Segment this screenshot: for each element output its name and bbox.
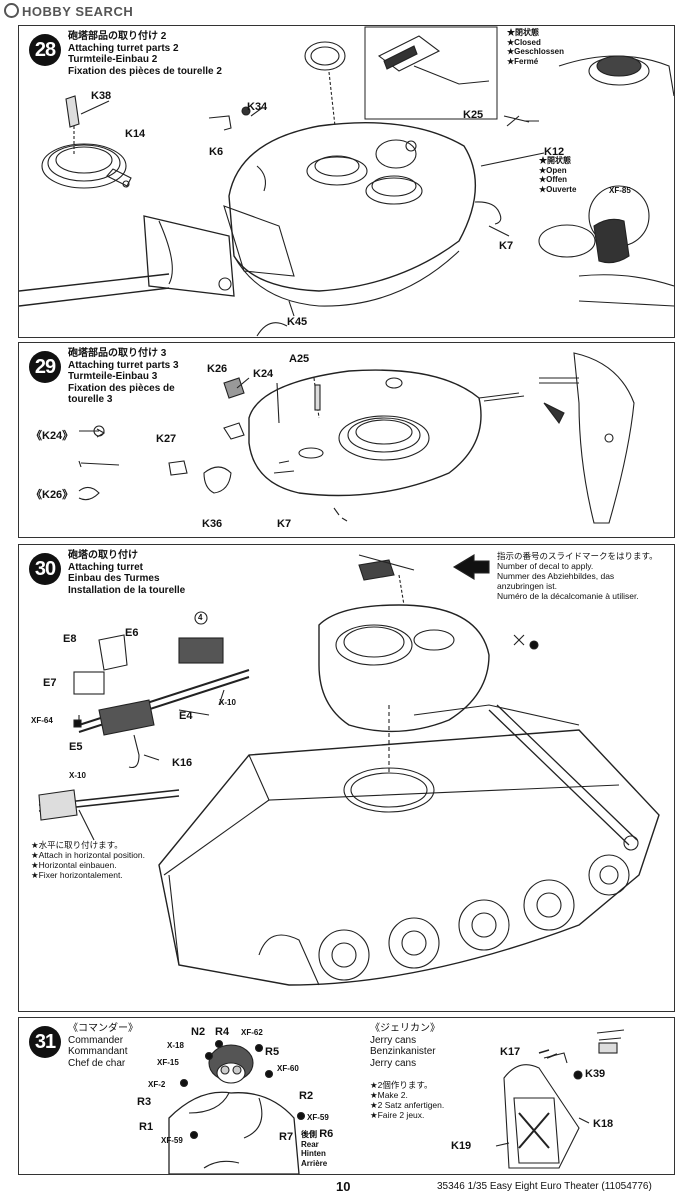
step-28-panel: 28 砲塔部品の取り付け 2 Attaching turret parts 2 … [18,25,675,338]
step-28-number: 28 [29,34,61,66]
title-ja: 砲塔部品の取り付け 2 [68,31,167,42]
decal-number-4: 4 [198,613,203,622]
label-k24: K24 [253,368,274,380]
label-k18: K18 [593,1118,614,1130]
label-k25: K25 [463,109,484,121]
label-e6: E6 [125,627,139,639]
label-xf59-b: XF-59 [161,1136,183,1145]
turret-parts-3-illustration [78,352,635,524]
label-x18: X-18 [167,1041,184,1050]
label-k39: K39 [585,1068,606,1080]
label-k6: K6 [209,146,224,158]
label-xf2: XF-2 [148,1080,166,1089]
horizontal-note: ★水平に取り付けます。★Attach in horizontal positio… [31,840,145,880]
hobby-search-logo-icon [4,3,19,18]
label-xf85: XF-85 [609,186,631,195]
page-number: 10 [336,1179,351,1194]
label-k38: K38 [91,90,112,102]
title-fr: Fixation des pièces de tourelle 2 [68,65,222,77]
label-k45: K45 [287,316,308,328]
label-k7: K7 [277,518,292,530]
label-k17: K17 [500,1046,521,1058]
label-e7: E7 [43,677,57,689]
label-r7: R7 [279,1131,294,1143]
turret-install-illustration [38,554,660,986]
decal-note: 指示の番号のスライドマークをはります。Number of decal to ap… [497,551,658,601]
product-footer: 35346 1/35 Easy Eight Euro Theater (1105… [437,1181,652,1192]
label-x10-b: X-10 [69,771,86,780]
step-29-number: 29 [29,351,61,383]
step-30-number: 30 [29,553,61,585]
label-r1: R1 [139,1121,154,1133]
label-n2: N2 [191,1026,206,1038]
label-k26: K26 [207,363,228,375]
closed-note: ★閉状態★Closed★Geschlossen★Fermé [507,28,564,66]
label-r3: R3 [137,1096,152,1108]
label-xf64: XF-64 [31,716,53,725]
commander-jerrycan-illustration [168,1029,625,1174]
title-en: Attaching turret parts 2 [68,42,179,54]
label-a25: A25 [289,353,310,365]
label-k24-part: 《K24》 [31,430,74,442]
label-k26-part: 《K26》 [31,489,74,501]
watermark: HOBBY SEARCH [4,3,133,19]
label-e5: E5 [69,741,83,753]
label-xf15: XF-15 [157,1058,179,1067]
label-x10-a: X-10 [219,698,236,707]
title-de: Turmteile-Einbau 2 [68,54,158,65]
label-k14: K14 [125,128,146,140]
step-31-number: 31 [29,1026,61,1058]
label-xf62: XF-62 [241,1028,263,1037]
label-r5: R5 [265,1046,280,1058]
label-k34: K34 [247,101,268,113]
make-two-note: ★2個作ります。★Make 2.★2 Satz anfertigen.★Fair… [370,1080,445,1120]
open-note: ★開状態★Open★Offen★Ouverte [539,156,577,194]
label-k27: K27 [156,433,177,445]
label-k36: K36 [202,518,223,530]
label-k19: K19 [451,1140,472,1152]
turret-parts-2-illustration [19,26,674,337]
label-k16: K16 [172,757,193,769]
label-r2: R2 [299,1090,314,1102]
step-28-title: 砲塔部品の取り付け 2 Attaching turret parts 2 Tur… [68,31,222,77]
label-r4: R4 [215,1026,230,1038]
label-k12: K12 [544,146,565,158]
label-e8: E8 [63,633,77,645]
label-xf59-a: XF-59 [307,1113,329,1122]
label-k7: K7 [499,240,514,252]
label-xf60: XF-60 [277,1064,299,1073]
label-e4: E4 [179,710,193,722]
